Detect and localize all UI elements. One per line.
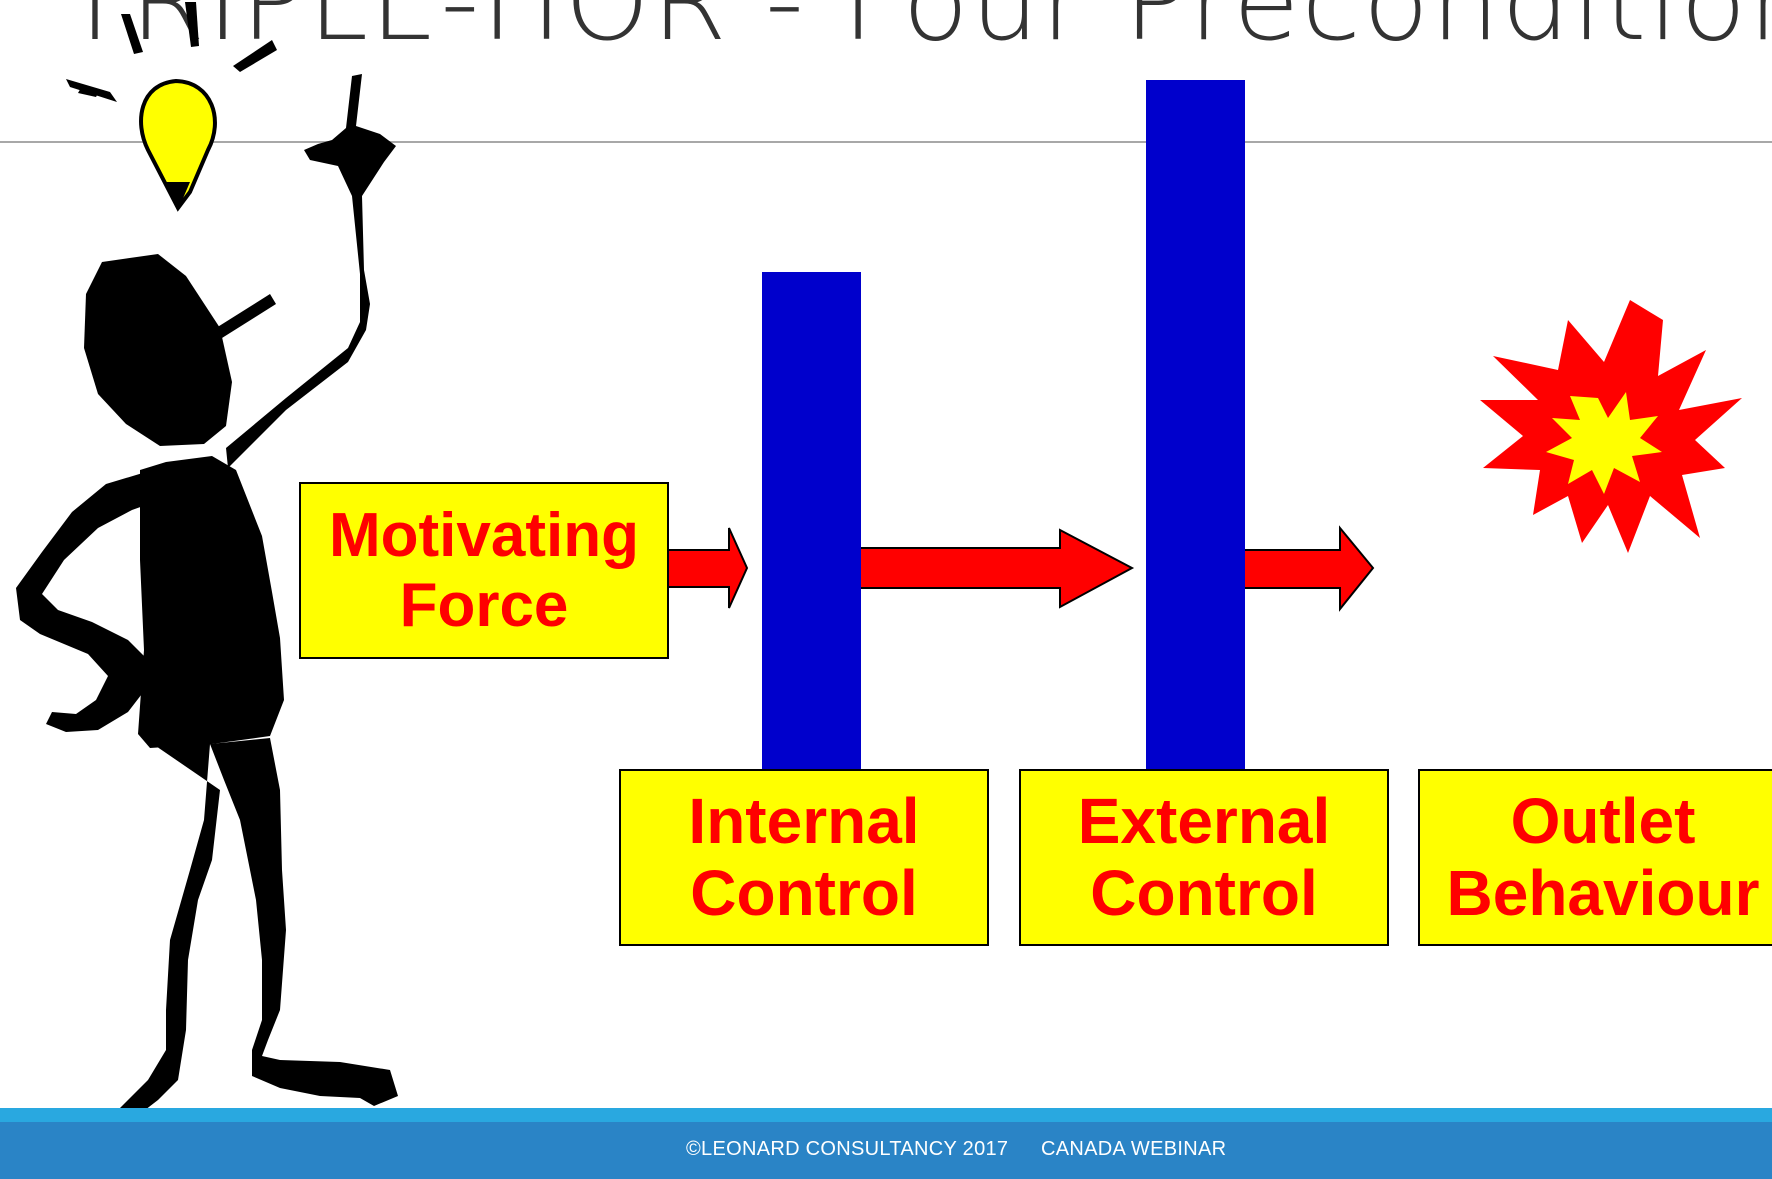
arrow-internal-to-external — [857, 528, 1135, 609]
motivating-force-box: Motivating Force — [299, 482, 669, 659]
outlet-behaviour-line1: Outlet — [1510, 784, 1696, 857]
internal-control-line1: Internal — [688, 784, 920, 857]
external-control-line2: Control — [1090, 856, 1318, 929]
internal-control-line2: Control — [690, 856, 918, 929]
internal-control-barrier — [762, 272, 861, 770]
title-divider — [0, 141, 1772, 143]
lightbulb-icon — [66, 2, 277, 212]
internal-control-box: Internal Control — [619, 769, 989, 946]
external-control-box: External Control — [1019, 769, 1389, 946]
slide-title: TRIPLE-HOR - Four Preconditions — [62, 0, 1772, 65]
arrow-external-to-outlet — [1242, 525, 1375, 612]
motivating-force-line2: Force — [399, 570, 569, 640]
footer-event: CANADA WEBINAR — [1041, 1138, 1227, 1160]
external-control-barrier — [1146, 80, 1245, 770]
external-control-line1: External — [1077, 784, 1331, 857]
footer-copyright: ©LEONARD CONSULTANCY 2017 — [686, 1138, 1009, 1160]
footer-bar — [0, 1122, 1772, 1179]
outlet-behaviour-line2: Behaviour — [1446, 856, 1760, 929]
arrow-motivating-to-internal — [666, 527, 749, 609]
outlet-behaviour-box: Outlet Behaviour — [1418, 769, 1772, 946]
footer-stripe — [0, 1108, 1772, 1122]
motivating-force-line1: Motivating — [329, 501, 639, 571]
